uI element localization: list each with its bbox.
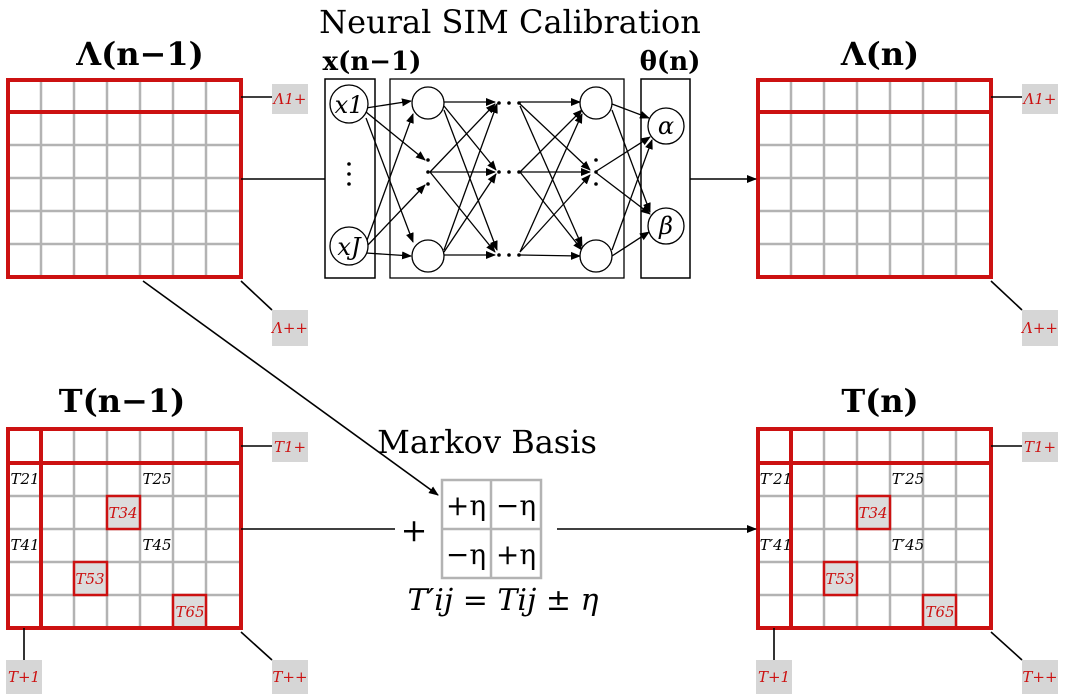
output-node-beta-label: β [658, 212, 673, 240]
t-prev-cell-53-label: T53 [75, 570, 104, 588]
hidden3-dot-1 [594, 158, 598, 162]
network-connections [365, 98, 653, 260]
t-prev-grand-total-tag: T++ [272, 660, 308, 694]
t-next-cell-34 [855, 494, 892, 531]
t-prev-label: T(n−1) [59, 382, 185, 420]
markov-cell-12: −η [496, 489, 536, 522]
svg-text:T+1: T+1 [8, 668, 40, 686]
hidden1-dot-2 [426, 170, 430, 174]
output-node-beta [647, 207, 685, 245]
svg-text:Λ1+: Λ1+ [1022, 90, 1057, 108]
lambda-prev-grand-total-tag: Λ++ [270, 310, 308, 346]
t-next-cell-53-label: T53 [825, 570, 854, 588]
lambda-to-markov-arrow [142, 280, 439, 496]
t-next-grand-total-tag: T++ [1022, 660, 1058, 694]
output-parameter-label: θ(n) [640, 47, 701, 77]
lambda-next-grid [758, 80, 991, 277]
lambda-next-label: Λ(n) [840, 35, 919, 73]
lambda-prev-row-margin [6, 78, 243, 114]
hidden3-dot-3 [594, 182, 598, 186]
t-prev-cell-41-label: T41 [10, 536, 39, 554]
hidden3-node-bottom [579, 239, 613, 273]
lambda-prev-row-total-tag: Λ1+ [272, 84, 308, 114]
t-prev-cell-34-label: T34 [108, 504, 137, 522]
svg-text:Λ1+: Λ1+ [272, 90, 307, 108]
lambda-next-grand-total-tag: Λ++ [1020, 310, 1058, 346]
markov-cell-21: −η [446, 538, 486, 571]
t-prev-col-total-tag: T+1 [6, 660, 42, 694]
markov-basis-label: Markov Basis [377, 423, 597, 461]
hidden1-node-bottom [411, 239, 445, 273]
output-node-alpha-label: α [658, 112, 674, 140]
t-prev-cell-21-label: T21 [10, 470, 39, 488]
svg-text:Λ++: Λ++ [270, 319, 308, 337]
t-next-cell-25-label: T′25 [892, 470, 925, 488]
hidden2-ellipsis [497, 101, 521, 257]
lambda-prev-grid [8, 80, 241, 277]
t-prev-row-total-tag: T1+ [272, 432, 308, 462]
t-next-label: T(n) [841, 382, 918, 420]
t-prev-cell-65-label: T65 [175, 603, 204, 621]
lambda-next-row-total-tag: Λ1+ [1022, 84, 1058, 114]
hidden1-node-top [411, 86, 445, 120]
svg-text:Λ++: Λ++ [1020, 319, 1058, 337]
input-node-xj [329, 226, 369, 266]
diagram-title: Neural SIM Calibration [319, 3, 701, 41]
t-next-cell-21-label: T′21 [760, 470, 793, 488]
t-next-cell-53 [822, 560, 859, 597]
t-prev-cell-45-label: T45 [142, 536, 171, 554]
svg-text:T++: T++ [272, 668, 307, 686]
t-next-cell-34-label: T34 [858, 504, 887, 522]
plus-sign: + [401, 511, 428, 549]
lambda-prev-label: Λ(n−1) [75, 35, 203, 73]
svg-text:T+1: T+1 [758, 668, 790, 686]
t-prev-cell-53 [72, 560, 109, 597]
svg-text:T1+: T1+ [274, 438, 306, 456]
t-next-cell-65-label: T65 [925, 603, 954, 621]
markov-cell-22: +η [496, 538, 536, 571]
lambda-next-matrix: Λ(n) [756, 35, 993, 279]
neural-network: x(n−1) θ(n) [323, 47, 701, 279]
svg-text:T++: T++ [1022, 668, 1057, 686]
hidden1-dot-3 [426, 182, 430, 186]
t-next-matrix: T(n) T′21 T′25 T34 T′41 T′45 T53 T65 [756, 382, 993, 630]
hidden3-node-top [579, 86, 613, 120]
hidden3-dot-2 [594, 170, 598, 174]
t-prev-cell-34 [105, 494, 142, 531]
t-prev-cell-25-label: T25 [142, 470, 171, 488]
input-node-x1-label: x1 [335, 91, 364, 119]
input-ellipsis [347, 162, 351, 186]
update-formula: T′ij = Tij ± η [407, 583, 598, 618]
lambda-prev-matrix: Λ(n−1) [6, 35, 243, 279]
output-node-alpha [647, 107, 685, 145]
markov-move-matrix: +η −η −η +η [440, 478, 543, 580]
input-node-x1 [329, 84, 369, 124]
lambda-next-row-margin [756, 78, 993, 114]
t-next-row-total-tag: T1+ [1022, 432, 1058, 462]
input-vector-label: x(n−1) [323, 47, 422, 77]
t-next-cell-45-label: T′45 [892, 536, 925, 554]
t-next-cell-41-label: T′41 [760, 536, 793, 554]
t-next-col-total-tag: T+1 [756, 660, 792, 694]
markov-cell-11: +η [446, 489, 486, 522]
t-prev-matrix: T(n−1) T21 T25 T34 T41 T45 T53 T65 [6, 382, 243, 630]
input-node-xj-label: xJ [337, 233, 362, 261]
hidden1-dot-1 [426, 158, 430, 162]
svg-text:T1+: T1+ [1024, 438, 1056, 456]
